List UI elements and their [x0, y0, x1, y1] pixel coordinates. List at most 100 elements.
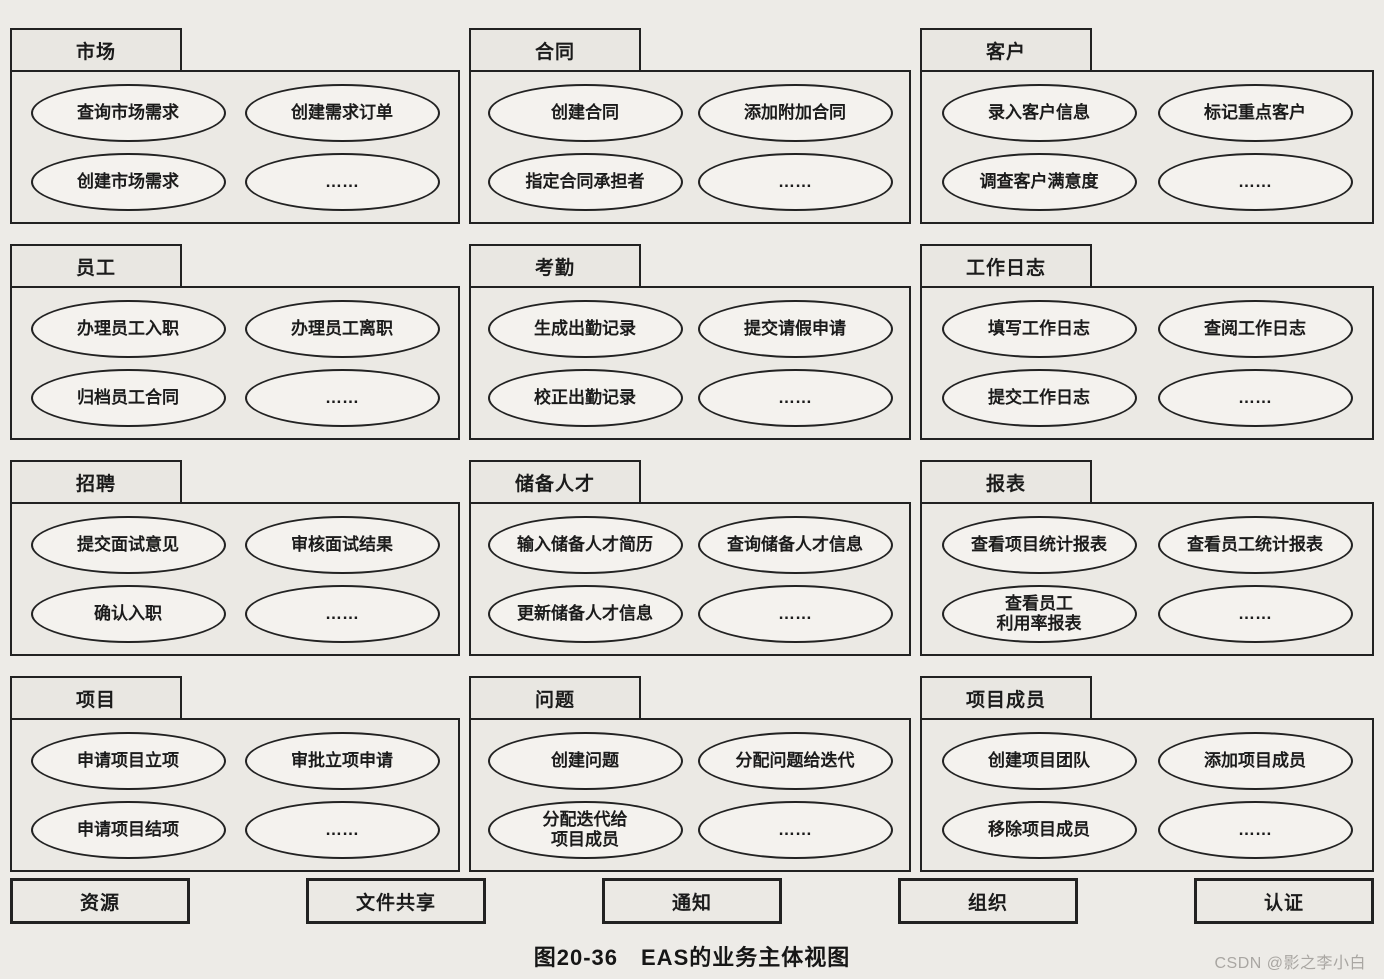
package-title: 市场	[75, 41, 116, 63]
usecase-ellipse: 创建问题	[487, 731, 683, 790]
package-tab: 客户	[920, 28, 1092, 72]
usecase-ellipse: ……	[244, 584, 440, 643]
usecase-ellipse: 分配问题给迭代	[697, 731, 893, 790]
usecase-label: 标记重点客户	[1204, 102, 1306, 122]
service-tab-2: 文件共享	[306, 878, 486, 924]
usecase-label: 查询储备人才信息	[727, 534, 863, 554]
usecase-label: ……	[325, 171, 359, 191]
usecase-label: ……	[325, 603, 359, 623]
usecase-label: 审批立项申请	[291, 750, 393, 770]
package-body: 查询市场需求创建需求订单创建市场需求……	[10, 70, 460, 224]
usecase-ellipse: 申请项目结项	[30, 800, 226, 859]
usecase-ellipse: 提交请假申请	[697, 299, 893, 358]
usecase-label: 提交面试意见	[77, 534, 179, 554]
service-tab-label: 文件共享	[355, 892, 436, 914]
usecase-ellipse: 创建需求订单	[244, 83, 440, 142]
service-tab-3: 通知	[602, 878, 782, 924]
package-tab: 报表	[920, 460, 1092, 504]
package-title: 项目成员	[965, 689, 1046, 711]
usecase-label: 移除项目成员	[988, 819, 1090, 839]
usecase-ellipse: 录入客户信息	[941, 83, 1137, 142]
package-title: 合同	[534, 41, 575, 63]
usecase-ellipse: 归档员工合同	[30, 368, 226, 427]
usecase-label: 审核面试结果	[291, 534, 393, 554]
service-tabs-row: 资源 文件共享 通知 组织 认证	[10, 878, 1374, 924]
usecase-ellipse: ……	[244, 368, 440, 427]
package-5: 考勤生成出勤记录 提交请假申请校正出勤记录 ……	[469, 244, 911, 440]
usecase-label: 录入客户信息	[988, 102, 1090, 122]
usecase-label: 分配问题给迭代	[735, 750, 855, 770]
usecase-ellipse: 分配迭代给 项目成员	[487, 800, 683, 859]
usecase-label: 查看员工统计报表	[1187, 534, 1323, 554]
service-tab-label: 认证	[1263, 892, 1304, 914]
package-body: 申请项目立项审批立项申请申请项目结项……	[10, 718, 460, 872]
usecase-label: 指定合同承担者	[525, 171, 645, 191]
usecase-ellipse: 调查客户满意度	[941, 152, 1137, 211]
package-tab: 市场	[10, 28, 182, 72]
package-body: 创建项目团队添加项目成员移除项目成员……	[920, 718, 1374, 872]
usecase-ellipse: 标记重点客户	[1157, 83, 1353, 142]
package-6: 工作日志填写工作日志查阅工作日志提交工作日志……	[920, 244, 1374, 440]
service-tab-4: 组织	[898, 878, 1078, 924]
usecase-ellipse: 校正出勤记录	[487, 368, 683, 427]
usecase-ellipse: 添加附加合同	[697, 83, 893, 142]
usecase-label: 填写工作日志	[988, 318, 1090, 338]
package-11: 问题创建问题 分配问题给迭代分配迭代给 项目成员 ……	[469, 676, 911, 872]
service-tab-1: 资源	[10, 878, 190, 924]
usecase-ellipse: 申请项目立项	[30, 731, 226, 790]
package-7: 招聘提交面试意见 审核面试结果确认入职 ……	[10, 460, 460, 656]
usecase-ellipse: 创建合同	[487, 83, 683, 142]
usecase-ellipse: 移除项目成员	[941, 800, 1137, 859]
usecase-ellipse: 输入储备人才简历	[487, 515, 683, 574]
usecase-ellipse: 创建项目团队	[941, 731, 1137, 790]
usecase-ellipse: 创建市场需求	[30, 152, 226, 211]
usecase-label: 创建市场需求	[77, 171, 179, 191]
package-body: 录入客户信息 标记重点客户调查客户满意度 ……	[920, 70, 1374, 224]
package-tab: 项目	[10, 676, 182, 720]
package-body: 创建问题 分配问题给迭代分配迭代给 项目成员 ……	[469, 718, 911, 872]
package-8: 储备人才输入储备人才简历查询储备人才信息更新储备人才信息……	[469, 460, 911, 656]
usecase-ellipse: ……	[1157, 152, 1353, 211]
service-tab-label: 通知	[671, 892, 712, 914]
package-title: 招聘	[75, 473, 116, 495]
package-1: 市场查询市场需求创建需求订单创建市场需求……	[10, 28, 460, 224]
usecase-label: ……	[778, 387, 812, 407]
usecase-label: 更新储备人才信息	[517, 603, 653, 623]
usecase-ellipse: 查看员工 利用率报表	[941, 584, 1137, 643]
package-title: 项目	[75, 689, 116, 711]
usecase-ellipse: 办理员工离职	[244, 299, 440, 358]
usecase-ellipse: 查看项目统计报表	[941, 515, 1137, 574]
package-tab: 考勤	[469, 244, 641, 288]
usecase-label: 申请项目结项	[77, 819, 179, 839]
package-12: 项目成员创建项目团队添加项目成员移除项目成员……	[920, 676, 1374, 872]
package-4: 员工办理员工入职办理员工离职归档员工合同……	[10, 244, 460, 440]
usecase-label: 输入储备人才简历	[517, 534, 653, 554]
usecase-label: ……	[325, 387, 359, 407]
usecase-label: 查阅工作日志	[1204, 318, 1306, 338]
usecase-label: 创建合同	[551, 102, 619, 122]
package-title: 客户	[985, 41, 1026, 63]
service-tab-label: 资源	[79, 892, 120, 914]
package-tab: 项目成员	[920, 676, 1092, 720]
service-tab-5: 认证	[1194, 878, 1374, 924]
usecase-label: 生成出勤记录	[534, 318, 636, 338]
usecase-label: ……	[778, 819, 812, 839]
usecase-ellipse: ……	[697, 152, 893, 211]
figure-caption: 图20-36 EAS的业务主体视图	[533, 945, 851, 970]
usecase-ellipse: 生成出勤记录	[487, 299, 683, 358]
usecase-label: 添加项目成员	[1204, 750, 1306, 770]
package-title: 工作日志	[965, 257, 1046, 279]
packages-grid: 市场查询市场需求创建需求订单创建市场需求……合同创建合同添加附加合同指定合同承担…	[10, 28, 1374, 872]
usecase-ellipse: 确认入职	[30, 584, 226, 643]
usecase-label: ……	[1238, 171, 1272, 191]
usecase-label: 提交工作日志	[988, 387, 1090, 407]
usecase-label: 调查客户满意度	[979, 171, 1099, 191]
service-tab-label: 组织	[967, 892, 1008, 914]
package-title: 问题	[534, 689, 575, 711]
usecase-ellipse: 办理员工入职	[30, 299, 226, 358]
usecase-label: 创建项目团队	[988, 750, 1090, 770]
usecase-ellipse: ……	[1157, 584, 1353, 643]
package-tab: 储备人才	[469, 460, 641, 504]
usecase-label: ……	[1238, 603, 1272, 623]
usecase-label: 办理员工离职	[291, 318, 393, 338]
